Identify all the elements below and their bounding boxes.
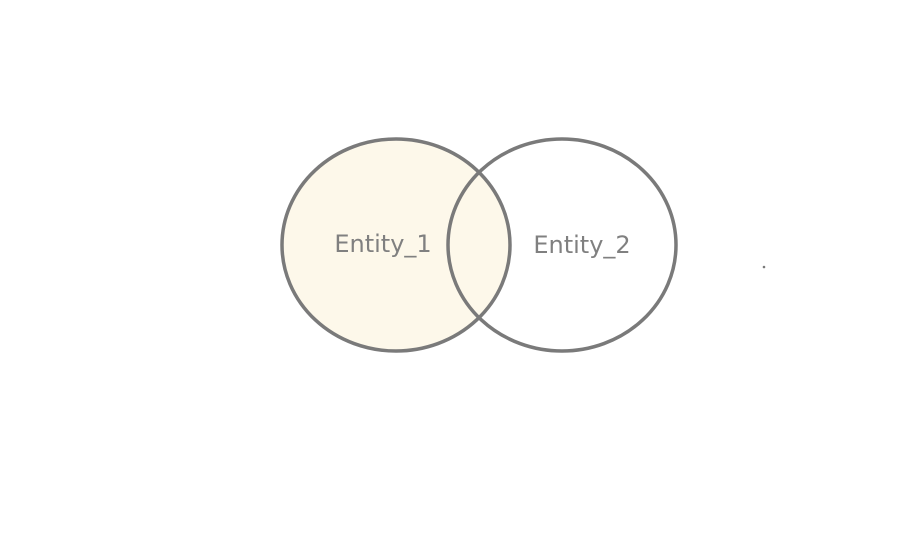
entity-2-circle [446, 137, 678, 353]
stray-dot-marker [762, 265, 766, 269]
entity-2-label: Entity_2 [533, 231, 630, 259]
entity-1-circle [280, 137, 512, 353]
entity-1-region [282, 139, 510, 351]
entity-1-label: Entity_1 [334, 230, 431, 258]
